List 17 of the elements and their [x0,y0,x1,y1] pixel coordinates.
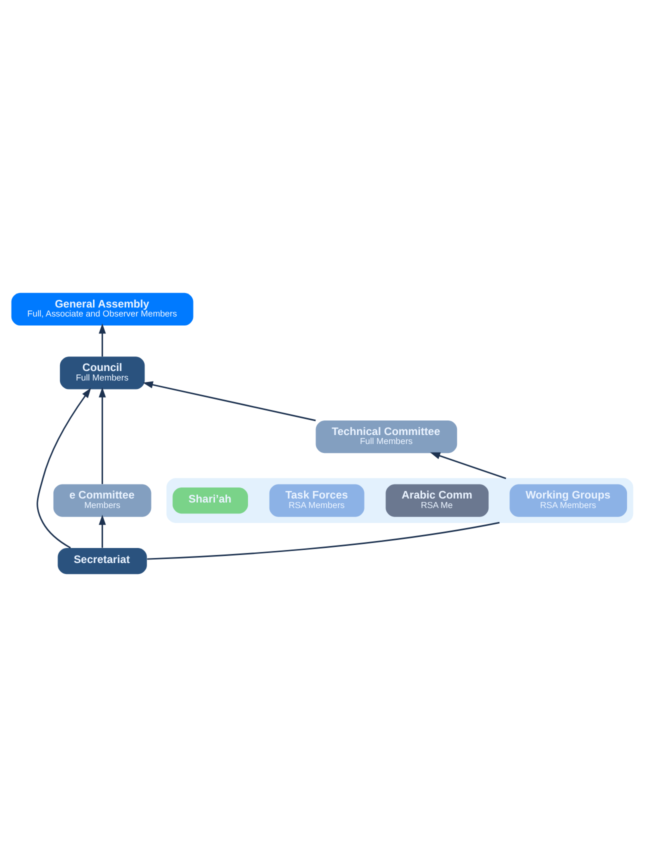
node-box: e Committee Members [53,484,152,517]
cluster [166,478,634,523]
node-box: Secretariat [58,548,147,574]
node-box: Council Full Members [60,356,145,390]
arrow [142,381,316,422]
node-box: Arabic Comm RSA Me [386,484,489,517]
arrow [430,452,506,480]
node-box: Task Forces RSA Members [269,484,364,517]
node-box: Technical Committee Full Members [316,420,458,454]
node-box: Shari’ah [172,488,248,514]
arrow [98,387,106,484]
arrow [98,514,106,548]
connector [147,522,500,560]
arrow [98,323,106,357]
arrow [36,388,92,548]
node-box: General Assembly Full, Associate and Observer Members [11,292,194,326]
node-box: Working Groups RSA Members [510,484,628,517]
